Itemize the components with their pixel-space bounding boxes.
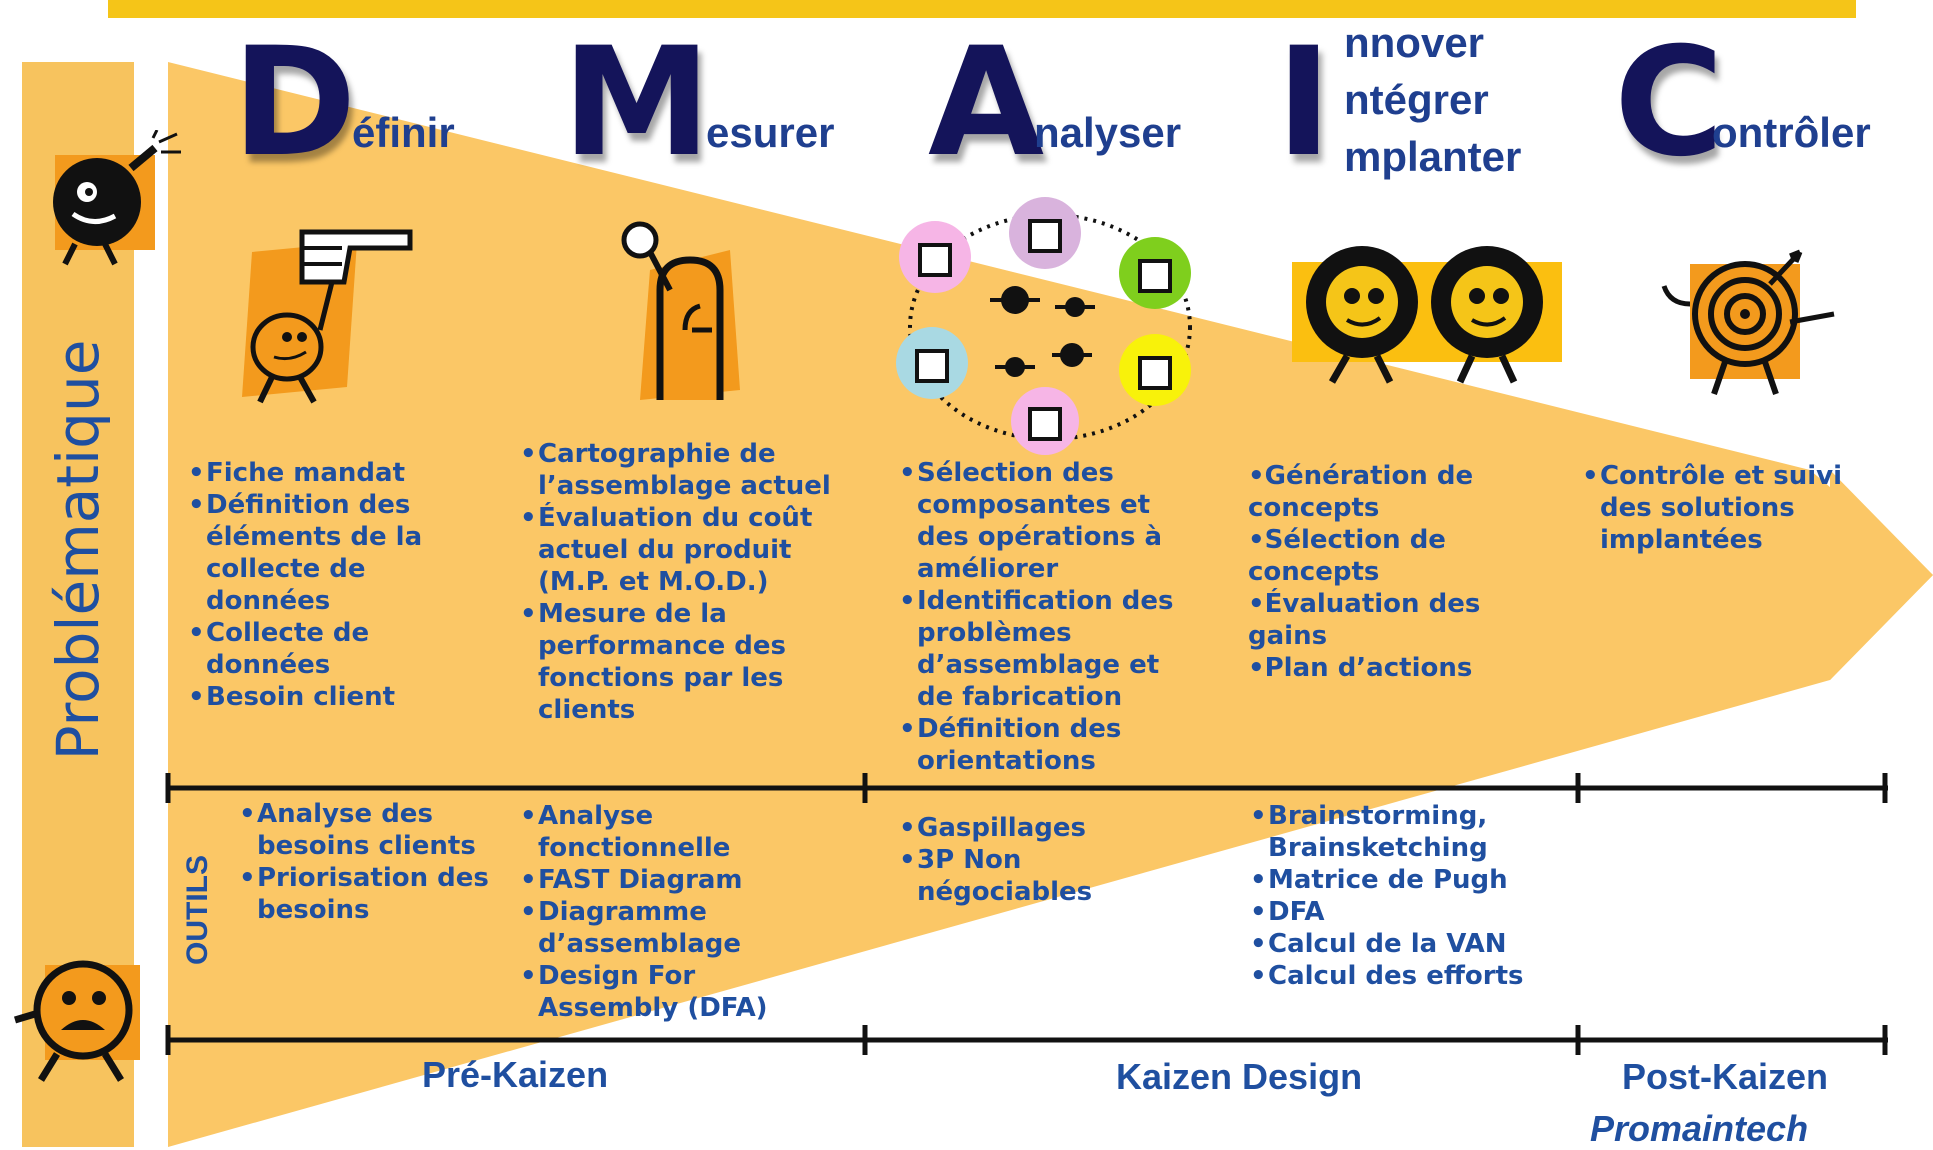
list-item: •Génération de concepts [1248, 461, 1474, 523]
gears-icon [1292, 246, 1562, 384]
phase-word-innover: nnover [1344, 19, 1485, 66]
list-item: Cartographie de l’assemblage actuel [518, 438, 836, 502]
list-item: DFA [1248, 896, 1578, 928]
activities-definir: Fiche mandat Définition des éléments de … [186, 457, 448, 713]
list-item: •Sélection de concepts [1248, 525, 1446, 587]
list-item: Calcul de la VAN [1248, 928, 1578, 960]
phase-word-analyser: nalyser [1034, 109, 1182, 156]
phase-word-integrer: ntégrer [1344, 76, 1489, 123]
activities-analyser: Sélection des composantes et des opérati… [897, 457, 1187, 777]
list-item: Évaluation du coût actuel du produit (M.… [518, 502, 836, 598]
phase-word-mesurer: esurer [706, 109, 835, 156]
phase-word-implanter: mplanter [1344, 133, 1522, 180]
activities-innover: •Génération de concepts •Sélection de co… [1248, 460, 1508, 684]
idea-network-icon [896, 197, 1192, 455]
stage-pre-kaizen: Pré-Kaizen [422, 1054, 609, 1095]
phase-word-definir: éfinir [352, 109, 455, 156]
phase-word-controler: ontrôler [1712, 109, 1871, 156]
list-item: 3P Non négociables [897, 844, 1157, 908]
target-icon [1661, 249, 1835, 395]
worried-face-icon [13, 960, 140, 1082]
list-item: Matrice de Pugh [1248, 864, 1578, 896]
list-item: Analyse des besoins clients [237, 798, 507, 862]
phase-words-innover: nnover ntégrer mplanter [1344, 14, 1521, 185]
pointing-hand-icon [242, 229, 413, 404]
list-item: Brainstorming, Brainsketching [1248, 800, 1578, 864]
list-item: Sélection des composantes et des opérati… [897, 457, 1187, 585]
phase-letter-i: I [1276, 16, 1332, 190]
promaintech-logo: Promaintech [1590, 1108, 1809, 1149]
phase-letter-m: M [562, 16, 712, 190]
list-item: Définition des orientations [897, 713, 1187, 777]
list-item: Identification des problèmes d’assemblag… [897, 585, 1187, 713]
tools-mesurer: Analyse fonctionnelle FAST Diagram Diagr… [518, 800, 838, 1024]
top-accent-bar [108, 0, 1856, 18]
list-item: Mesure de la performance des fonctions p… [518, 598, 836, 726]
list-item: Gaspillages [897, 812, 1157, 844]
list-item: FAST Diagram [518, 864, 838, 896]
list-item: Collecte de données [186, 617, 448, 681]
list-item: Calcul des efforts [1248, 960, 1578, 992]
stage-post-kaizen: Post-Kaizen [1622, 1056, 1829, 1097]
bomb-icon [53, 130, 181, 266]
list-item: •Plan d’actions [1248, 653, 1473, 683]
magnifier-figure-icon [621, 221, 740, 400]
list-item: •Évaluation des gains [1248, 589, 1481, 651]
phase-letter-a: A [928, 16, 1045, 190]
list-item: Définition des éléments de la collecte d… [186, 489, 448, 617]
list-item: Contrôle et suivi des solutions implanté… [1580, 460, 1850, 556]
tools-analyser: Gaspillages 3P Non négociables [897, 812, 1157, 908]
list-item: Design For Assembly (DFA) [518, 960, 838, 1024]
tools-label: OUTILS [181, 855, 214, 965]
activities-mesurer: Cartographie de l’assemblage actuel Éval… [518, 438, 836, 726]
list-item: Fiche mandat [186, 457, 448, 489]
phase-letter-d: D [232, 16, 357, 190]
list-item: Besoin client [186, 681, 448, 713]
tools-definir: Analyse des besoins clients Priorisation… [237, 798, 507, 926]
list-item: Diagramme d’assemblage [518, 896, 838, 960]
activities-controler: Contrôle et suivi des solutions implanté… [1580, 460, 1850, 556]
list-item: Analyse fonctionnelle [518, 800, 838, 864]
list-item: Priorisation des besoins [237, 862, 507, 926]
stage-kaizen-design: Kaizen Design [1116, 1056, 1363, 1097]
tools-innover: Brainstorming, Brainsketching Matrice de… [1248, 800, 1578, 992]
phase-letter-c: C [1614, 16, 1725, 190]
